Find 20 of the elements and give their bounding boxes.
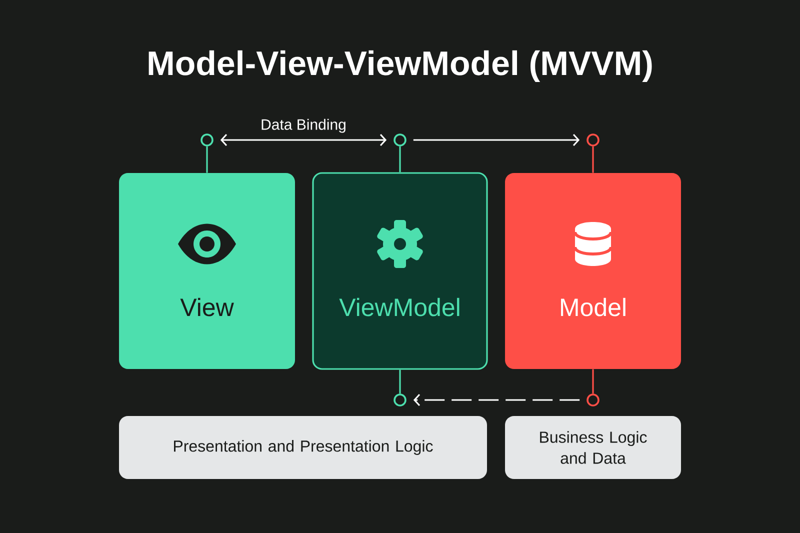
arrow (220, 134, 387, 146)
connector-line (399, 146, 401, 172)
connector-line (592, 369, 594, 394)
arrow (413, 394, 580, 406)
title: Model-View-ViewModel (MVVM) (148, 50, 652, 82)
connector-ring (394, 394, 406, 406)
layer-box: Presentation and Presentation Logic (119, 416, 487, 479)
layer-box: Business Logic and Data (505, 416, 681, 479)
connector-ring (586, 394, 600, 406)
connector-line (592, 146, 594, 173)
connector-ring (586, 134, 600, 146)
connector-line (206, 146, 208, 173)
component-box: View (119, 173, 295, 369)
component-box: Model (505, 173, 681, 369)
connector-line (399, 370, 401, 394)
component-box: ViewModel (312, 172, 488, 370)
connector-ring (394, 134, 406, 146)
edge-label: Data Binding (258, 116, 348, 135)
arrow (413, 134, 580, 146)
connector-ring (200, 134, 214, 146)
